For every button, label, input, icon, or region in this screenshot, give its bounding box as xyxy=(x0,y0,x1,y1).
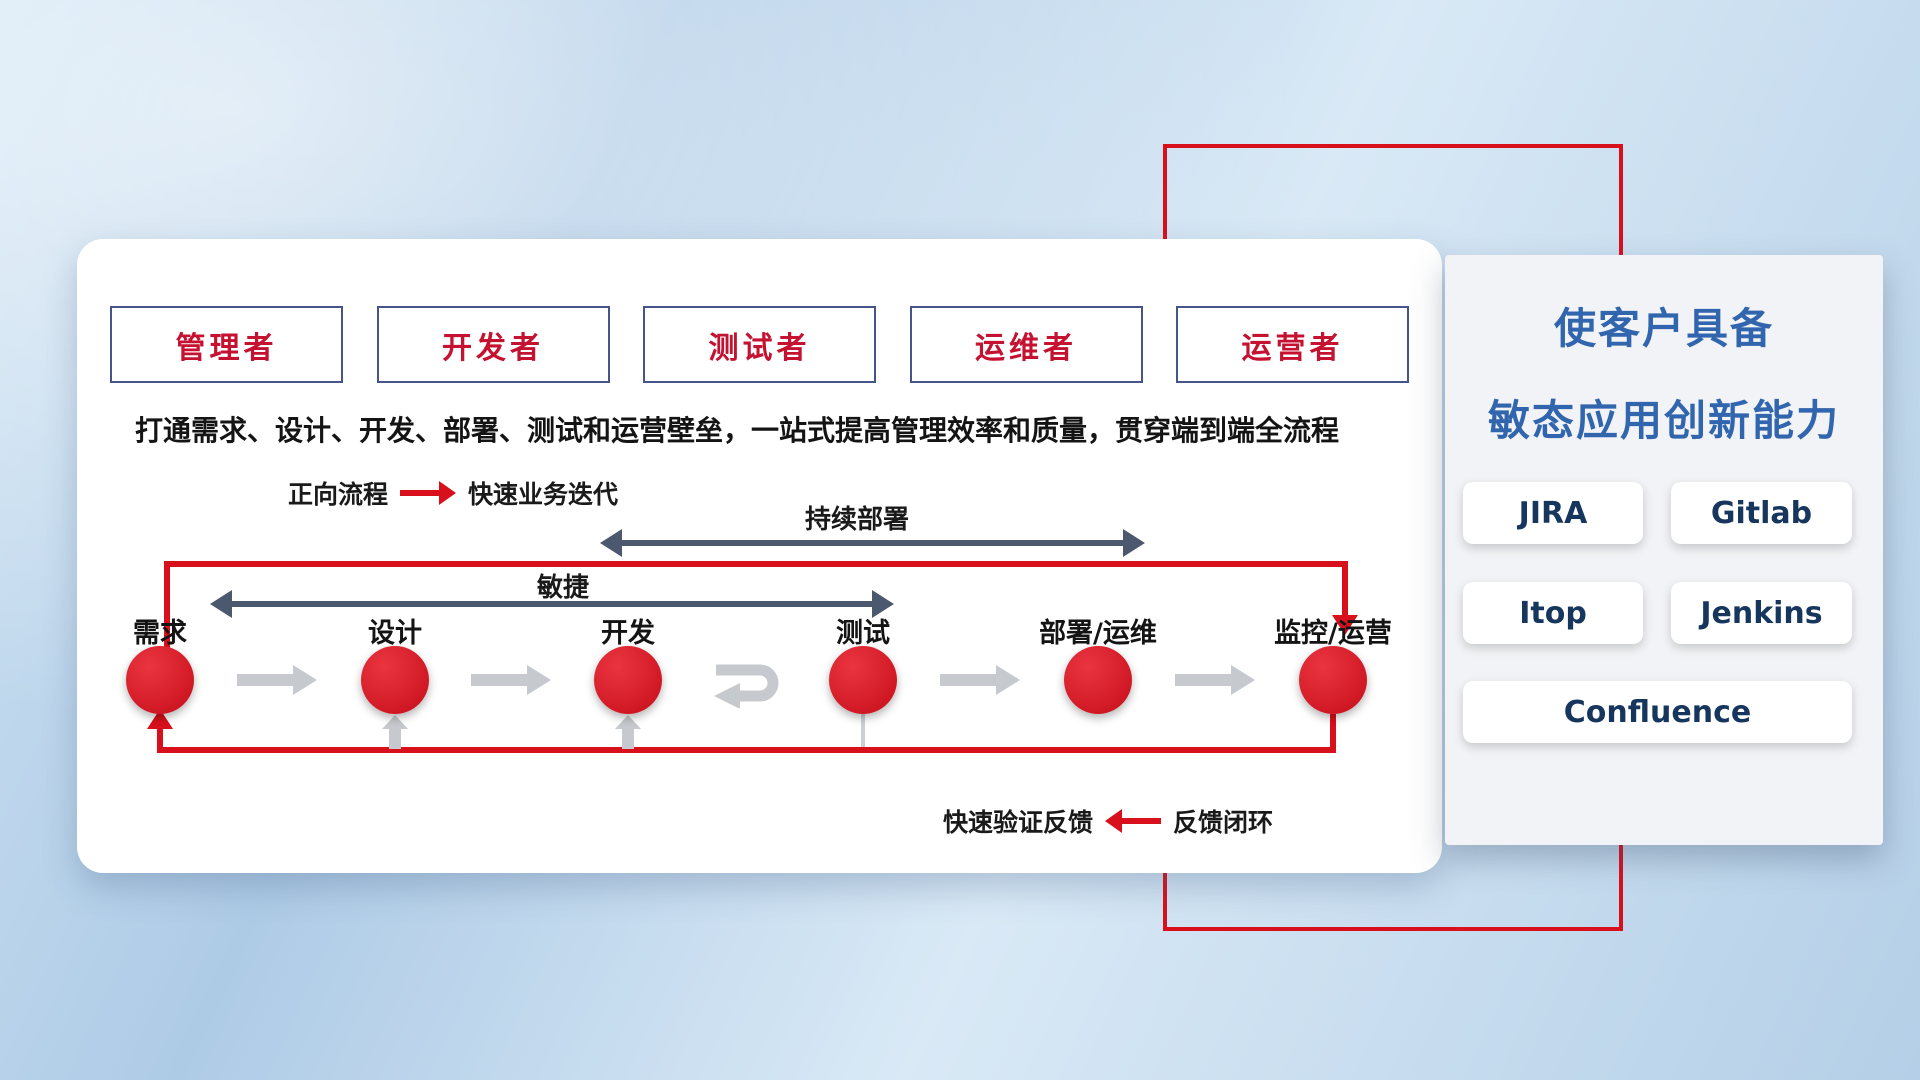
feedback-up-arrow-design-icon xyxy=(382,715,408,749)
role-label-developer: 开发者 xyxy=(442,330,544,366)
stage-node-monitor-ops xyxy=(1299,646,1367,714)
stage-label-develop: 开发 xyxy=(601,618,655,649)
role-box-manager: 管理者 xyxy=(110,306,343,383)
stage-label-deploy-ops: 部署/运维 xyxy=(1039,618,1157,649)
legend-feedback-label: 反馈闭环 xyxy=(1173,808,1274,837)
stage-node-demand xyxy=(126,646,194,714)
legend-feedback: 快速验证反馈 反馈闭环 xyxy=(943,803,1273,839)
stage-node-deploy-ops xyxy=(1064,646,1132,714)
legend-forward-value: 快速业务迭代 xyxy=(468,480,619,509)
legend-forward: 正向流程 快速业务迭代 xyxy=(288,475,618,511)
continuous-deploy-label: 持续部署 xyxy=(804,505,909,535)
stage-node-design xyxy=(361,646,429,714)
legend-forward-label: 正向流程 xyxy=(288,480,389,509)
feedback-loop-arrowhead-icon xyxy=(147,709,173,729)
tool-chip-jira: JIRA xyxy=(1463,482,1643,544)
flow-arrow-4-icon xyxy=(1175,665,1255,695)
tool-chip-gitlab: Gitlab xyxy=(1671,482,1852,544)
agile-arrow xyxy=(210,590,894,618)
flow-arrow-2-icon xyxy=(471,665,551,695)
stage-label-demand: 需求 xyxy=(133,618,187,649)
feedback-arrow-icon xyxy=(1105,809,1162,833)
role-box-business-ops: 运营者 xyxy=(1176,306,1409,383)
stage-label-design: 设计 xyxy=(368,618,422,649)
tool-chip-itop: Itop xyxy=(1463,582,1643,644)
flow-arrow-1-icon xyxy=(237,665,317,695)
roles-row: 管理者 开发者 测试者 运维者 运营者 xyxy=(110,306,1409,383)
tool-chip-confluence: Confluence xyxy=(1463,681,1852,743)
role-box-tester: 测试者 xyxy=(643,306,876,383)
feedback-up-arrow-develop-icon xyxy=(615,715,641,749)
stage-node-test xyxy=(829,646,897,714)
stage-label-monitor-ops: 监控/运营 xyxy=(1274,618,1392,649)
role-label-tester: 测试者 xyxy=(708,330,811,366)
panel-title-line2: 敏态应用创新能力 xyxy=(1487,396,1840,445)
forward-loop-line-left xyxy=(164,561,170,680)
feedback-loop-line-left xyxy=(157,729,163,747)
iteration-loop-icon xyxy=(714,664,779,708)
role-box-developer: 开发者 xyxy=(376,306,610,383)
forward-loop-arrowhead-icon xyxy=(1332,615,1358,635)
forward-loop-line-right xyxy=(1342,561,1348,619)
test-feedback-connector xyxy=(861,714,865,749)
panel-title-line1: 使客户具备 xyxy=(1553,304,1774,353)
legend-feedback-value: 快速验证反馈 xyxy=(943,808,1094,837)
continuous-deploy-arrow xyxy=(600,529,1145,557)
tool-chip-jenkins: Jenkins xyxy=(1671,582,1852,644)
feedback-loop-line-right xyxy=(1330,714,1336,753)
workflow-card: 管理者 开发者 测试者 运维者 运营者 打通需求、设计、开发、部署、测试和运营壁… xyxy=(77,239,1442,873)
role-label-manager: 管理者 xyxy=(175,330,278,366)
feedback-loop-line-bottom xyxy=(157,747,1336,753)
capability-panel: 使客户具备 敏态应用创新能力 JIRA Gitlab Itop Jenkins … xyxy=(1445,255,1883,845)
role-label-business-ops: 运营者 xyxy=(1241,330,1344,366)
agile-label: 敏捷 xyxy=(536,573,589,603)
stage-label-test: 测试 xyxy=(836,618,890,649)
forward-loop-line-top xyxy=(164,561,1348,567)
description-text: 打通需求、设计、开发、部署、测试和运营壁垒，一站式提高管理效率和质量，贯穿端到端… xyxy=(135,414,1340,447)
role-box-operations: 运维者 xyxy=(909,306,1143,383)
stage-node-develop xyxy=(594,646,662,714)
forward-arrow-icon xyxy=(400,481,457,505)
flow-arrow-3-icon xyxy=(940,665,1020,695)
role-label-operations: 运维者 xyxy=(975,330,1077,366)
